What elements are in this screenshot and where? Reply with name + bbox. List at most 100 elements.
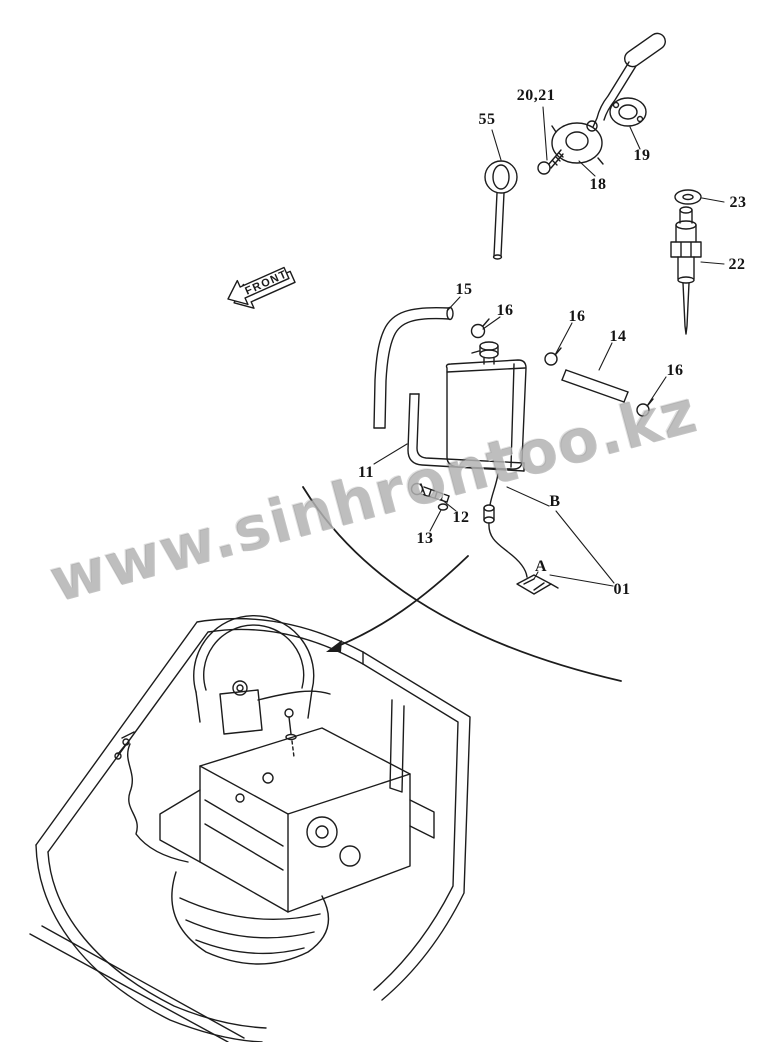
engine-ribs [205, 800, 283, 870]
leader-01-to-a [550, 575, 613, 586]
hose-15-inner [385, 319, 449, 428]
bolt-and-washer [412, 484, 450, 511]
connector-b-body [484, 508, 494, 520]
leader-11 [374, 444, 407, 464]
joint-body [676, 225, 696, 242]
leader-lines [374, 107, 724, 586]
tank-cap-top [480, 342, 498, 350]
leader-20-21 [543, 107, 547, 160]
tank-top-edge [447, 368, 525, 372]
grommet-outer [485, 161, 517, 193]
hull-well-slot [390, 700, 404, 792]
leader-14 [599, 343, 612, 370]
flange-hole-2 [638, 117, 643, 122]
connector-b-top [484, 505, 494, 511]
flywheel-arc [194, 616, 314, 692]
engine-left-face [200, 766, 288, 912]
gasket-inner [683, 195, 693, 200]
pulley-small [340, 846, 360, 866]
grommet-tail-end [494, 255, 502, 259]
joint-lower-cap [678, 277, 694, 283]
washer-13 [439, 504, 448, 510]
joint-22 [671, 207, 701, 334]
gasket-outer [675, 190, 701, 204]
gauge-rod [593, 62, 629, 127]
leader-12 [441, 499, 456, 511]
screw-threads [553, 153, 563, 165]
connector-b-bottom [484, 517, 494, 523]
leader-01-to-b [556, 511, 614, 583]
tank-cap-bottom [480, 350, 498, 358]
tank-cap-tab [472, 351, 479, 353]
clamp-16a [472, 325, 485, 338]
engine-detail-1 [263, 773, 273, 783]
leader-16c [647, 377, 666, 406]
sender-stem [587, 121, 597, 131]
leader-55 [492, 130, 501, 160]
front-arrow-outline [223, 261, 292, 311]
cable-wire-bottom [489, 523, 527, 577]
engine-top-face [200, 728, 410, 814]
clamp-16a-screw [483, 319, 489, 326]
oil-level-gauge-assembly [538, 30, 668, 174]
gauge-handle [622, 30, 669, 69]
flywheel-arc-inner [204, 625, 304, 690]
hull-bottom-left-2 [48, 852, 266, 1028]
installed-bolt-guide [292, 741, 294, 757]
oil-pan-fins [180, 898, 320, 953]
plug-a-tail [551, 584, 558, 588]
grommet-55 [485, 161, 517, 259]
leader-23 [702, 198, 724, 202]
front-direction-arrow: FRONT [223, 259, 298, 316]
flange-ring-inner [619, 105, 637, 119]
leader-22 [701, 262, 724, 264]
grommet-tail-tube [494, 193, 504, 256]
flange-ring [610, 98, 646, 126]
leader-18 [579, 161, 595, 176]
cable-wire-top [490, 474, 498, 505]
clamp-16c [637, 404, 649, 416]
bolt-flange [421, 484, 425, 495]
sender-flange-line [552, 126, 603, 164]
installed-washer [286, 735, 296, 740]
leader-b [507, 487, 549, 506]
install-arrow-curve [338, 556, 468, 646]
leader-19 [630, 127, 640, 149]
joint-top-stem [680, 210, 692, 223]
wiring-connector [118, 732, 134, 754]
engine-right-face [288, 774, 410, 912]
tank-body [447, 360, 527, 469]
wiring-terminal-1 [123, 739, 129, 745]
screw-head [538, 162, 550, 174]
joint-top-cap [680, 207, 692, 213]
front-label: FRONT [243, 268, 289, 297]
sender-body [552, 123, 602, 163]
installed-engine-view [30, 616, 470, 1042]
tank-shade-line [511, 364, 514, 467]
leader-a [534, 572, 538, 579]
clamp-16b-screw [556, 348, 561, 354]
bolt-threads [429, 490, 449, 502]
leader-16a [483, 317, 500, 329]
hull-keel-line [30, 926, 244, 1042]
pulley-large [307, 817, 337, 847]
install-arrow-head [326, 640, 342, 652]
sweep-curve [303, 487, 621, 681]
gauge-rod-2 [604, 66, 636, 120]
hose-14-lines [562, 370, 628, 402]
bracket-inner [417, 394, 524, 463]
installed-tank [220, 690, 262, 734]
engine-detail-2 [236, 794, 244, 802]
oil-pan [172, 872, 329, 964]
wiring-terminal-2 [115, 753, 121, 759]
wiring-harness [128, 744, 188, 862]
hose-15-outer [374, 308, 449, 428]
installed-bolt-shaft [289, 717, 291, 734]
installation-reference [303, 487, 621, 681]
sender-cable-assembly [484, 474, 558, 594]
hull-transom-inner [363, 664, 458, 990]
bracket-ends [410, 394, 524, 471]
hull-transom-outer [363, 652, 470, 1000]
